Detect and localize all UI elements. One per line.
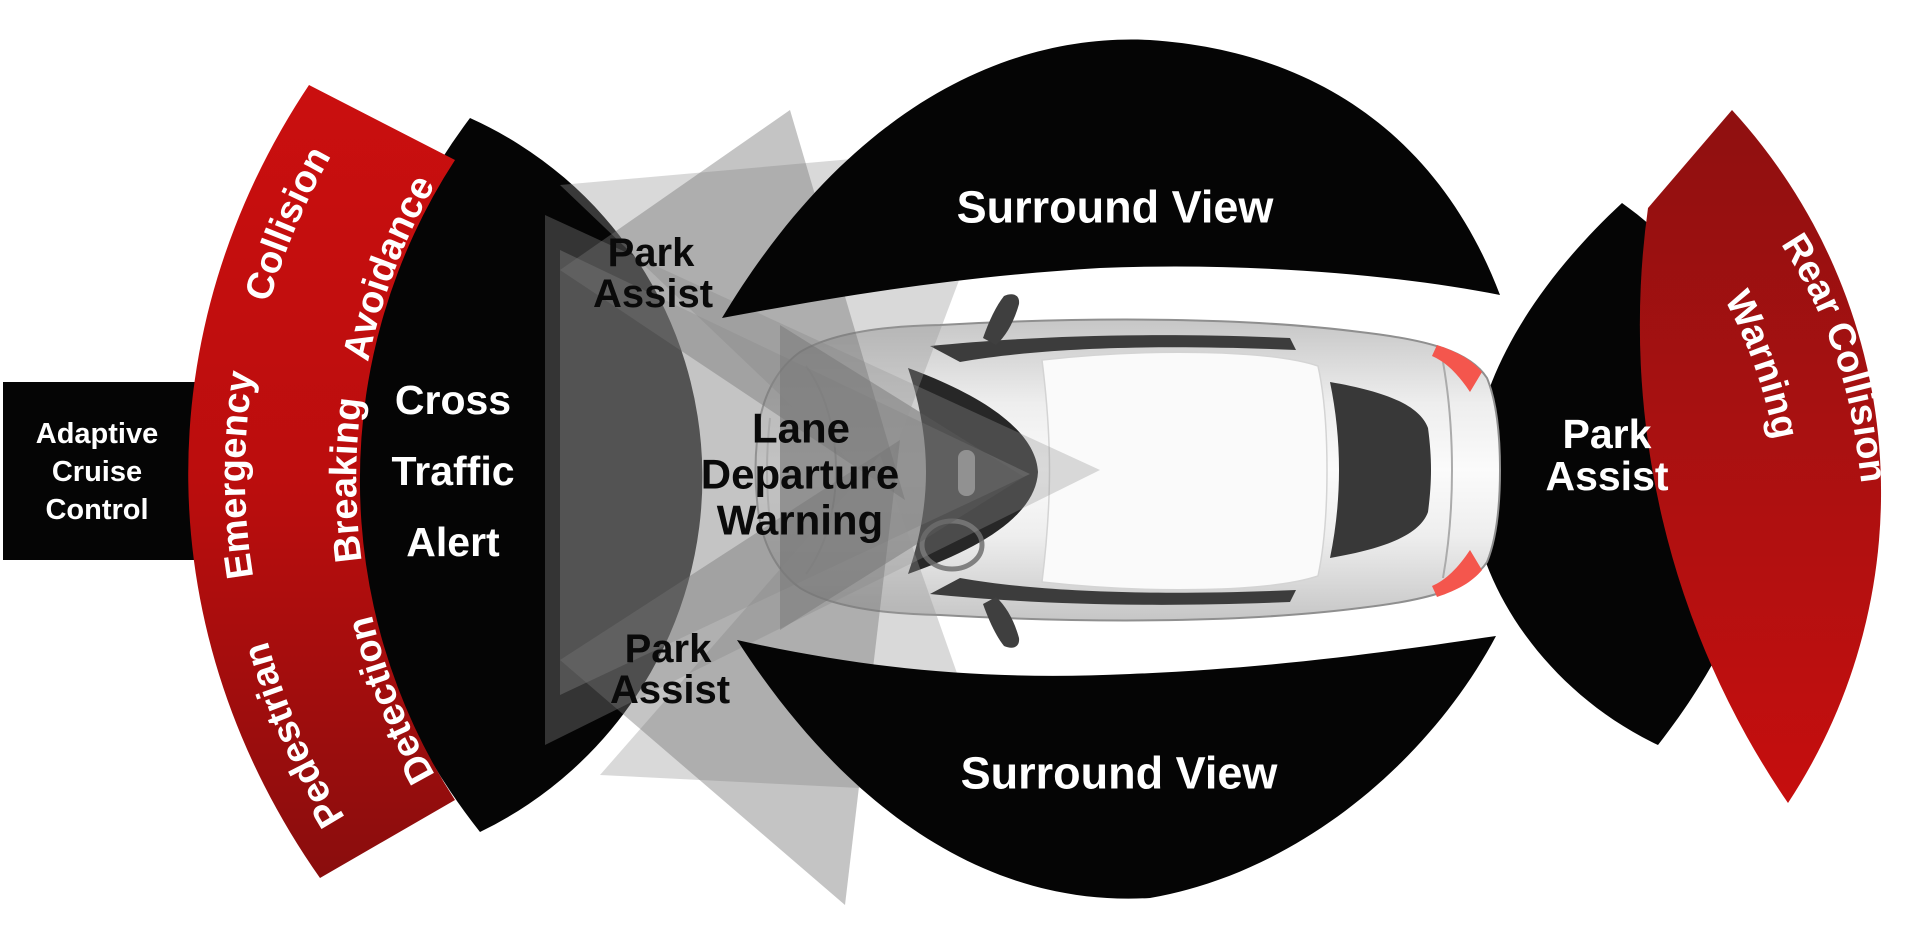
breaking-label: Breaking xyxy=(323,395,371,565)
car-top-view xyxy=(754,294,1502,648)
car-mirror-bottom xyxy=(983,597,1020,648)
emergency-label: Emergency xyxy=(212,368,262,582)
cross-traffic-label-line2: Traffic xyxy=(391,448,514,494)
collision-zones-red-band xyxy=(188,85,456,878)
surround-view-top-zone xyxy=(722,39,1500,318)
adaptive-cruise-label-line3: Control xyxy=(45,494,148,526)
car-trunk-seam xyxy=(1442,361,1453,579)
park-assist-bottom-label-line2: Assist xyxy=(610,668,730,712)
park-assist-wedge-bottom-dark xyxy=(560,440,900,905)
car-taillight-top xyxy=(1432,345,1482,392)
lane-departure-cone-mid xyxy=(560,250,1030,695)
svg-text:Breaking: Breaking xyxy=(323,395,371,565)
cross-traffic-label-line3: Alert xyxy=(406,519,500,565)
park-assist-top-label-line2: Assist xyxy=(593,272,713,316)
adaptive-cruise-label-line1: Adaptive xyxy=(36,418,158,450)
park-assist-bottom-label-line1: Park xyxy=(625,627,712,671)
car-rear-window xyxy=(1330,382,1431,558)
car-grille-seam xyxy=(766,417,771,523)
car-side-window-top xyxy=(930,335,1296,362)
surround-view-bottom-zone xyxy=(737,636,1496,899)
car-side-window-bottom xyxy=(930,578,1296,605)
park-assist-top-label-line1: Park xyxy=(608,231,695,275)
lane-departure-cone-outer xyxy=(545,215,1100,745)
lane-departure-label-line2: Departure xyxy=(701,451,899,498)
car-hood-seam xyxy=(805,365,837,575)
lane-departure-label-line1: Lane xyxy=(752,405,850,452)
park-assist-rear-label-line1: Park xyxy=(1563,411,1652,457)
adaptive-cruise-label-line2: Cruise xyxy=(52,456,142,488)
park-assist-rear-label-line2: Assist xyxy=(1545,453,1668,499)
car-roof xyxy=(1041,351,1328,591)
surround-view-bottom-label: Surround View xyxy=(961,748,1279,799)
surround-view-top-label: Surround View xyxy=(957,182,1275,233)
car-steering-wheel xyxy=(919,518,985,572)
cross-traffic-label-line1: Cross xyxy=(395,377,511,423)
lane-departure-cone-inner xyxy=(780,325,1024,630)
svg-text:Emergency: Emergency xyxy=(212,368,262,582)
car-rearview-mirror xyxy=(958,450,975,496)
car-taillight-bottom xyxy=(1432,550,1482,597)
lane-departure-label-line3: Warning xyxy=(717,497,883,544)
cross-traffic-alert-band xyxy=(349,118,703,832)
rear-collision-warning-band xyxy=(1639,110,1882,803)
car-mirror-top xyxy=(983,294,1020,345)
